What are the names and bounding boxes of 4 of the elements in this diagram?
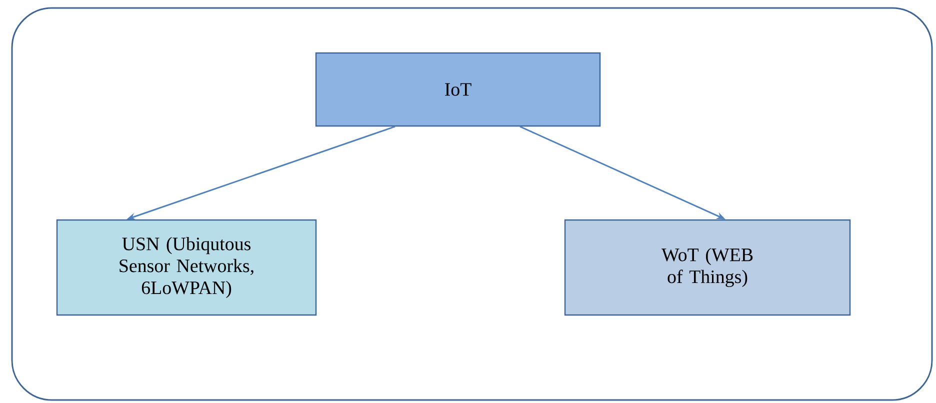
process-box: USN (Ubiqutous Sensor Networks, 6LoWPAN) xyxy=(56,219,317,316)
process-box: WoT (WEB of Things) xyxy=(564,219,851,316)
process-box: IoT xyxy=(315,52,601,127)
outer-frame xyxy=(11,7,933,401)
